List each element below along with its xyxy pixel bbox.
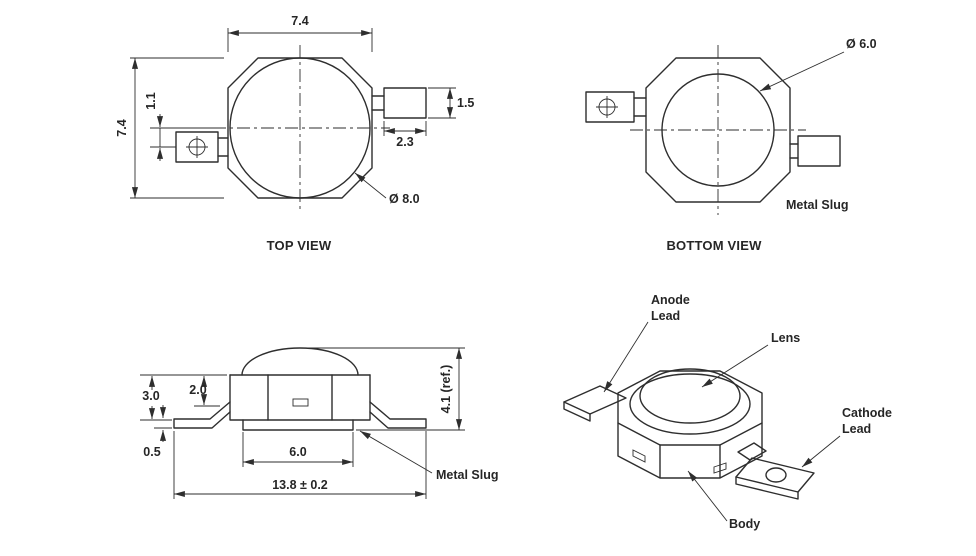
dim-slug-width: 6.0 bbox=[289, 445, 306, 459]
top-view-centerlines bbox=[213, 45, 390, 212]
bottom-view-cathode-lead bbox=[789, 135, 841, 167]
side-view-cathode-lead bbox=[369, 401, 427, 429]
side-view-anode-lead bbox=[173, 401, 231, 429]
dim-lead-thickness: 0.5 bbox=[143, 445, 160, 459]
dim-body-diameter: Ø 8.0 bbox=[389, 192, 420, 206]
top-view: 7.4 7.4 1.1 1.5 2.3 Ø 8.0 TOP VIEW bbox=[115, 14, 474, 253]
iso-labels: Anode Lead Lens Cathode Lead Body bbox=[603, 293, 892, 531]
bottom-view-centerlines bbox=[630, 45, 806, 215]
dim-lead-length: 2.3 bbox=[396, 135, 413, 149]
iso-anode-lead bbox=[563, 385, 627, 422]
cathode-label-line1: Cathode bbox=[842, 406, 892, 420]
cathode-label-line2: Lead bbox=[842, 422, 871, 436]
dim-top-width: 7.4 bbox=[291, 14, 308, 28]
anode-label-line1: Anode bbox=[651, 293, 690, 307]
top-view-body-octagon bbox=[227, 57, 373, 199]
anode-label-line2: Lead bbox=[651, 309, 680, 323]
top-view-cathode-lead bbox=[371, 87, 427, 119]
iso-lens-rim bbox=[629, 373, 751, 435]
top-view-dimensions: 7.4 7.4 1.1 1.5 2.3 Ø 8.0 bbox=[115, 14, 474, 206]
dim-lead-span: 13.8 ± 0.2 bbox=[272, 478, 328, 492]
side-view-lens-dome bbox=[241, 347, 359, 376]
iso-view: Anode Lead Lens Cathode Lead Body bbox=[563, 293, 892, 531]
iso-body bbox=[617, 368, 763, 479]
lens-label: Lens bbox=[771, 331, 800, 345]
dim-body-height: 3.0 bbox=[142, 389, 159, 403]
dim-side-height: 7.4 bbox=[115, 119, 129, 136]
dim-lead-offset: 1.1 bbox=[144, 92, 158, 109]
side-view-body bbox=[229, 374, 371, 421]
iso-body-top-face bbox=[617, 370, 763, 446]
side-view-metal-slug bbox=[242, 419, 354, 431]
bottom-metal-slug-label: Metal Slug bbox=[786, 198, 849, 212]
top-view-title: TOP VIEW bbox=[267, 238, 332, 253]
dim-slug-diameter: Ø 6.0 bbox=[846, 37, 877, 51]
bottom-view-anode-lead bbox=[585, 91, 647, 123]
side-view-outline bbox=[173, 347, 427, 431]
body-label: Body bbox=[729, 517, 760, 531]
side-view-dimensions: 3.0 2.0 0.5 6.0 13.8 ± 0.2 4.1 (ref.) Me… bbox=[140, 347, 499, 499]
side-metal-slug-label: Metal Slug bbox=[436, 468, 499, 482]
iso-cathode-lead bbox=[735, 442, 815, 500]
bottom-view-title: BOTTOM VIEW bbox=[666, 238, 762, 253]
iso-lens-dome bbox=[639, 368, 741, 424]
cathode-lead-hole bbox=[765, 467, 787, 483]
side-view: 3.0 2.0 0.5 6.0 13.8 ± 0.2 4.1 (ref.) Me… bbox=[140, 347, 499, 499]
bottom-view: Ø 6.0 Metal Slug BOTTOM VIEW bbox=[585, 37, 877, 253]
dim-lens-height: 2.0 bbox=[189, 383, 206, 397]
dim-lead-width: 1.5 bbox=[457, 96, 474, 110]
dim-total-height: 4.1 (ref.) bbox=[439, 365, 453, 414]
top-view-anode-lead bbox=[175, 131, 229, 163]
